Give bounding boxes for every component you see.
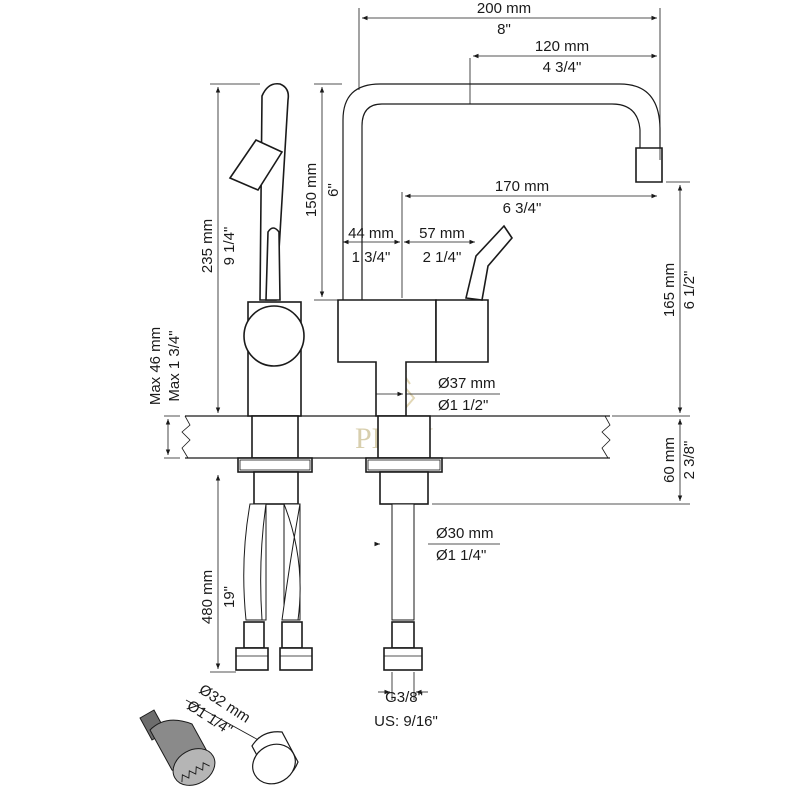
lever-offset-mm: 57 mm — [419, 225, 465, 242]
spout-reach-in: 4 3/4" — [543, 59, 582, 76]
shank-len-mm: 60 mm — [661, 437, 678, 483]
dimension-lines — [164, 8, 690, 743]
spout-height-in: 6" — [325, 183, 342, 197]
body-to-spout-mm: 170 mm — [495, 178, 549, 195]
thread-us: US: 9/16" — [374, 713, 438, 730]
width-total-mm: 200 mm — [477, 0, 531, 17]
hole-saw-icon — [139, 709, 216, 786]
shank-len-in: 2 3/8" — [681, 441, 698, 480]
hose-len-in: 19" — [221, 586, 238, 608]
max-deck-in: Max 1 3/4" — [166, 330, 183, 401]
base-dia-mm: Ø37 mm — [438, 375, 496, 392]
shank-dia-in: Ø1 1/4" — [436, 547, 486, 564]
faucet-front-view — [337, 83, 663, 671]
total-height-in: 9 1/4" — [221, 227, 238, 266]
spout-height-mm: 150 mm — [303, 163, 320, 217]
max-deck-mm: Max 46 mm — [147, 327, 164, 405]
width-total-in: 8" — [497, 21, 511, 38]
dimension-labels: 200 mm 8" 120 mm 4 3/4" 170 mm 6 3/4" 44… — [147, 0, 698, 739]
spout-reach-mm: 120 mm — [535, 38, 589, 55]
outlet-height-in: 6 1/2" — [681, 271, 698, 310]
total-height-mm: 235 mm — [199, 219, 216, 273]
faucet-side-view — [228, 82, 313, 671]
base-dia-in: Ø1 1/2" — [438, 397, 488, 414]
hose-len-mm: 480 mm — [199, 570, 216, 624]
spout-offset-mm: 44 mm — [348, 225, 394, 242]
lever-offset-in: 2 1/4" — [423, 249, 462, 266]
spout-offset-in: 1 3/4" — [352, 249, 391, 266]
outlet-height-mm: 165 mm — [661, 263, 678, 317]
drilled-plug-icon — [251, 731, 299, 785]
body-to-spout-in: 6 3/4" — [503, 200, 542, 217]
thread-label: G3/8" — [385, 689, 423, 706]
shank-dia-mm: Ø30 mm — [436, 525, 494, 542]
